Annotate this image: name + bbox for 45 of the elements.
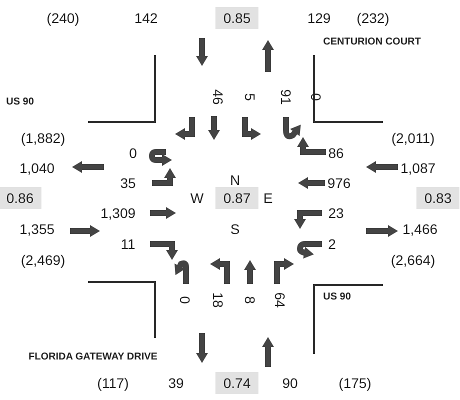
volume-label: 18 bbox=[210, 292, 226, 308]
factor-label: 0.83 bbox=[416, 186, 460, 210]
volume-label: (2,664) bbox=[390, 252, 436, 268]
street-name: US 90 bbox=[323, 291, 351, 303]
volume-label: 91 bbox=[278, 89, 294, 105]
volume-label: 2 bbox=[328, 236, 336, 252]
volume-label: W bbox=[190, 190, 204, 206]
street-name: CENTURION COURT bbox=[323, 36, 421, 48]
volume-label: 86 bbox=[328, 144, 344, 162]
factor-label: 0.74 bbox=[215, 372, 259, 394]
volume-label: 0 bbox=[308, 93, 324, 101]
volume-label: (240) bbox=[46, 10, 80, 26]
volume-label: N bbox=[230, 172, 240, 188]
street-name: US 90 bbox=[6, 96, 34, 108]
volume-label: 35 bbox=[120, 174, 136, 192]
volume-label: 1,355 bbox=[19, 220, 55, 238]
volume-label: (1,882) bbox=[20, 130, 66, 146]
volume-label: 39 bbox=[168, 374, 184, 392]
volume-label: E bbox=[263, 190, 273, 206]
volume-label: 142 bbox=[134, 10, 158, 26]
volume-label: 129 bbox=[307, 10, 331, 26]
volume-label: 1,466 bbox=[402, 220, 438, 238]
volume-label: 976 bbox=[327, 174, 351, 192]
volume-label: 64 bbox=[272, 292, 288, 308]
volume-label: (232) bbox=[356, 10, 390, 26]
volume-label: (2,469) bbox=[20, 252, 66, 268]
volume-label: 90 bbox=[282, 374, 298, 392]
volume-label: 5 bbox=[242, 93, 258, 101]
volume-label: 11 bbox=[120, 236, 136, 252]
volume-label: (2,011) bbox=[391, 130, 435, 146]
volume-label: (175) bbox=[338, 374, 372, 392]
volume-label: 0 bbox=[129, 144, 137, 162]
volume-label: 1,309 bbox=[100, 204, 136, 222]
factor-label: 0.86 bbox=[0, 186, 42, 210]
volume-label: S bbox=[230, 220, 240, 238]
volume-label: 23 bbox=[328, 204, 344, 222]
volume-label: 46 bbox=[210, 89, 226, 105]
factor-label: 0.85 bbox=[215, 6, 259, 30]
street-name: FLORIDA GATEWAY DRIVE bbox=[28, 351, 158, 363]
volume-label: (117) bbox=[97, 374, 129, 392]
volume-label: 1,040 bbox=[19, 160, 55, 176]
volume-label: 8 bbox=[242, 296, 258, 304]
volume-label: 0 bbox=[176, 296, 194, 304]
factor-label: 0.87 bbox=[215, 186, 259, 210]
volume-label: 1,087 bbox=[400, 160, 436, 176]
